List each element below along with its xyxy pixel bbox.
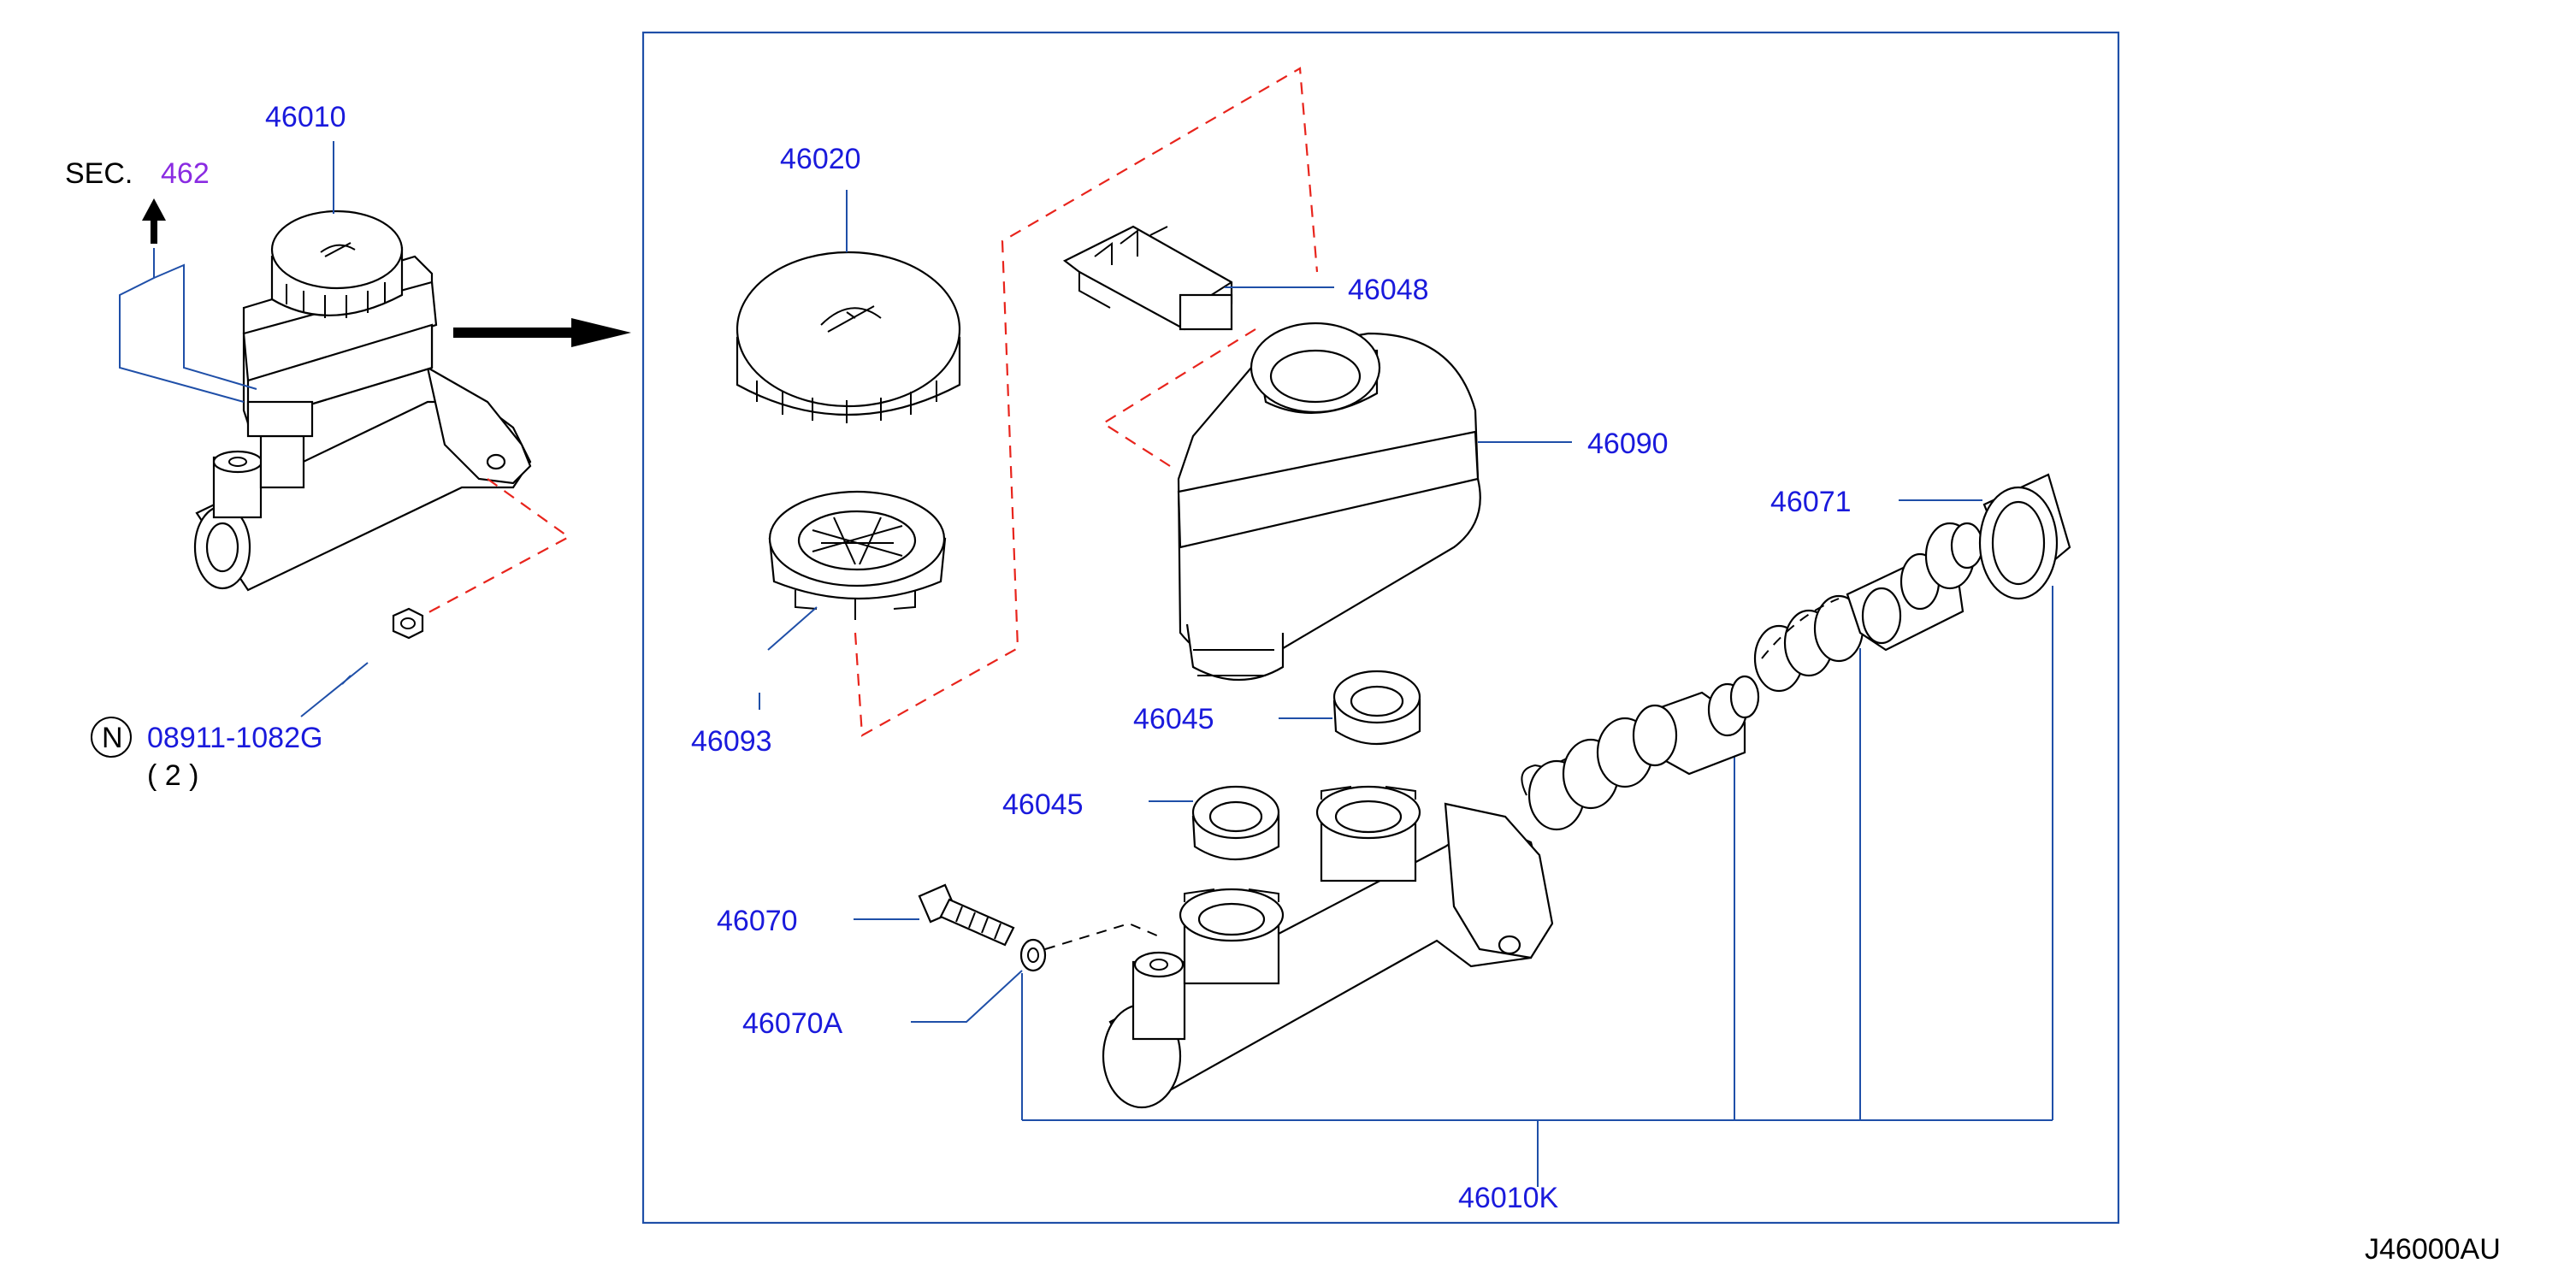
cylinder-body-46010K[interactable] [1102, 785, 1554, 1109]
part-label-46045-lower[interactable]: 46045 [1002, 788, 1084, 821]
n-symbol-circle [91, 717, 132, 758]
section-prefix: SEC. [65, 157, 133, 190]
exploded-view-frame [641, 31, 2120, 1225]
phantom-line-nut [422, 478, 571, 617]
diagram-id: J46000AU [2365, 1233, 2501, 1266]
grommet-46045-upper[interactable] [1332, 670, 1421, 745]
section-arrow-icon [142, 198, 166, 244]
section-number-link[interactable]: 462 [161, 157, 210, 190]
boot-46071[interactable] [1978, 473, 2071, 600]
part-label-46090[interactable]: 46090 [1587, 428, 1669, 460]
phantom-line-reservoir [1101, 328, 1256, 467]
leader-46070A [911, 970, 1023, 1023]
part-label-46070[interactable]: 46070 [717, 905, 798, 937]
washer-46070A[interactable] [1019, 938, 1047, 972]
spring-secondary[interactable] [1753, 594, 1864, 693]
grommet-46045-lower[interactable] [1191, 785, 1280, 860]
leader-46010K [1021, 586, 2053, 1187]
explode-direction-arrow-icon [453, 318, 631, 347]
clip-46048[interactable] [1062, 225, 1233, 331]
part-label-46010[interactable]: 46010 [265, 101, 346, 133]
part-label-46093[interactable]: 46093 [691, 725, 772, 758]
assembled-master-cylinder[interactable] [193, 210, 532, 592]
part-label-46045-upper[interactable]: 46045 [1133, 703, 1214, 735]
nut-quantity: ( 2 ) [147, 759, 198, 792]
part-label-08911-1082G[interactable]: 08911-1082G [147, 722, 322, 754]
section-leader [119, 248, 257, 403]
phantom-line-strainer [854, 67, 1319, 737]
bolt-46070[interactable] [918, 883, 1015, 947]
part-label-46010K[interactable]: 46010K [1458, 1182, 1559, 1214]
spring-primary[interactable] [1521, 717, 1654, 831]
part-label-46070A[interactable]: 46070A [742, 1007, 843, 1040]
part-label-46048[interactable]: 46048 [1348, 274, 1429, 306]
leader-nut [300, 662, 369, 717]
cap-46020[interactable] [736, 251, 961, 423]
part-label-46071[interactable]: 46071 [1770, 486, 1852, 518]
strainer-46093[interactable] [768, 490, 947, 620]
nut-08911-1082G[interactable] [392, 607, 424, 640]
phantom-line-washer [1044, 922, 1160, 950]
part-label-46020[interactable]: 46020 [780, 143, 861, 175]
piston-secondary[interactable] [1632, 675, 1760, 776]
reservoir-tank-46090[interactable] [1177, 322, 1481, 681]
piston-primary[interactable] [1846, 522, 1984, 652]
n-symbol: N [102, 722, 123, 754]
leader-46093 [759, 606, 818, 710]
